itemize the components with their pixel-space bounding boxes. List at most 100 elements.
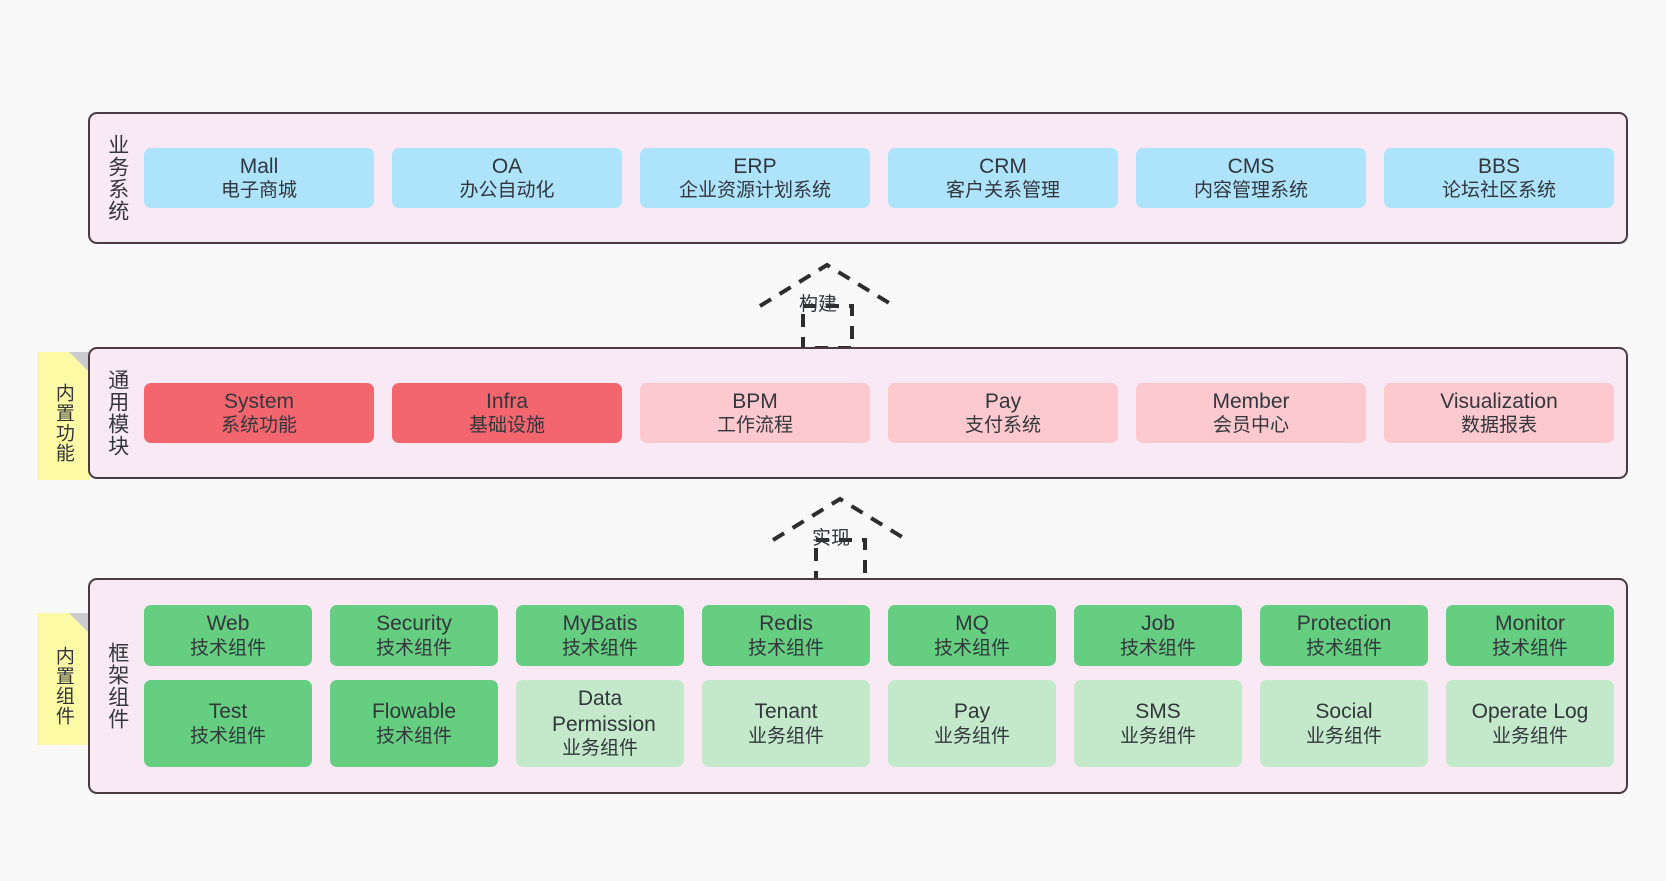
build-arrow-icon	[758, 262, 896, 350]
card-subtitle: 电子商城	[220, 180, 297, 202]
card-title: Protection	[1296, 612, 1392, 636]
layer-title-business-systems: 业务系统	[105, 134, 129, 222]
card-web[interactable]: Web 技术组件	[144, 605, 312, 667]
card-subtitle: 技术组件	[375, 638, 452, 660]
card-title: System	[223, 389, 294, 413]
card-subtitle: 办公自动化	[459, 180, 555, 202]
card-title: Social	[1315, 699, 1373, 723]
card-mall[interactable]: Mall 电子商城	[144, 147, 374, 209]
card-title: BBS	[1477, 154, 1521, 178]
card-subtitle: 企业资源计划系统	[678, 180, 831, 202]
card-title: Member	[1212, 389, 1290, 413]
layer-common-modules: 通用模块 System 系统功能 Infra 基础设施 BPM 工作流程 Pay…	[88, 347, 1628, 479]
row-business-systems: Mall 电子商城 OA 办公自动化 ERP 企业资源计划系统 CRM 客户关系…	[144, 147, 1614, 209]
card-pay[interactable]: Pay 支付系统	[888, 382, 1118, 444]
card-title: BPM	[732, 389, 778, 413]
note-text: 内置功能	[52, 383, 74, 463]
row-common-modules: System 系统功能 Infra 基础设施 BPM 工作流程 Pay 支付系统…	[144, 382, 1614, 444]
card-title: Infra	[485, 389, 529, 413]
card-title: Web	[206, 612, 250, 636]
card-title: Monitor	[1494, 612, 1566, 636]
card-infra[interactable]: Infra 基础设施	[392, 382, 622, 444]
card-title: Operate Log	[1471, 699, 1589, 723]
connector-implement: 实现	[768, 492, 918, 584]
card-data-permission[interactable]: Data Permission 业务组件	[516, 680, 684, 767]
card-subtitle: 技术组件	[1119, 638, 1196, 660]
layer-body-business-systems: Mall 电子商城 OA 办公自动化 ERP 企业资源计划系统 CRM 客户关系…	[144, 124, 1614, 232]
layer-title-common-modules: 通用模块	[105, 369, 129, 457]
row-business-components: Test 技术组件 Flowable 技术组件 Data Permission …	[144, 680, 1614, 767]
card-title: Test	[208, 699, 248, 723]
card-pay-component[interactable]: Pay 业务组件	[888, 680, 1056, 767]
card-title: Job	[1141, 612, 1175, 636]
implement-arrow-icon	[771, 496, 909, 584]
connector-build: 构建	[755, 258, 905, 350]
card-subtitle: 业务组件	[1305, 725, 1382, 747]
card-title: Visualization	[1440, 389, 1558, 413]
card-title: MyBatis	[562, 612, 638, 636]
card-title: Pay	[953, 699, 991, 723]
card-cms[interactable]: CMS 内容管理系统	[1136, 147, 1366, 209]
card-sms[interactable]: SMS 业务组件	[1074, 680, 1242, 767]
card-protection[interactable]: Protection 技术组件	[1260, 605, 1428, 667]
card-title: Pay	[984, 389, 1022, 413]
layer-body-framework-components: Web 技术组件 Security 技术组件 MyBatis 技术组件 Redi…	[144, 590, 1614, 782]
card-system[interactable]: System 系统功能	[144, 382, 374, 444]
card-title: CRM	[979, 154, 1027, 178]
card-subtitle: 业务组件	[933, 725, 1010, 747]
card-subtitle: 技术组件	[189, 638, 266, 660]
card-title: Redis	[759, 612, 813, 636]
card-subtitle: 业务组件	[1491, 725, 1568, 747]
card-tenant[interactable]: Tenant 业务组件	[702, 680, 870, 767]
card-social[interactable]: Social 业务组件	[1260, 680, 1428, 767]
card-oa[interactable]: OA 办公自动化	[392, 147, 622, 209]
layer-title-framework-components: 框架组件	[105, 642, 129, 730]
note-builtin-features: 内置功能	[37, 352, 89, 480]
card-crm[interactable]: CRM 客户关系管理	[888, 147, 1118, 209]
card-title: Tenant	[754, 699, 818, 723]
card-subtitle: 技术组件	[561, 638, 638, 660]
card-subtitle: 技术组件	[747, 638, 824, 660]
card-mybatis[interactable]: MyBatis 技术组件	[516, 605, 684, 667]
card-title: Mall	[239, 154, 279, 178]
layer-body-common-modules: System 系统功能 Infra 基础设施 BPM 工作流程 Pay 支付系统…	[144, 359, 1614, 467]
card-subtitle: 技术组件	[1491, 638, 1568, 660]
card-subtitle: 业务组件	[1119, 725, 1196, 747]
card-title: OA	[491, 154, 523, 178]
card-subtitle: 技术组件	[189, 725, 266, 747]
card-subtitle: 基础设施	[468, 415, 545, 437]
card-subtitle: 内容管理系统	[1193, 180, 1308, 202]
card-subtitle: 技术组件	[933, 638, 1010, 660]
card-operate-log[interactable]: Operate Log 业务组件	[1446, 680, 1614, 767]
card-title: SMS	[1135, 699, 1181, 723]
card-title: Flowable	[371, 699, 457, 723]
card-job[interactable]: Job 技术组件	[1074, 605, 1242, 667]
card-subtitle: 数据报表	[1460, 415, 1537, 437]
connector-implement-label: 实现	[812, 528, 851, 549]
card-visualization[interactable]: Visualization 数据报表	[1384, 382, 1614, 444]
card-title: ERP	[733, 154, 777, 178]
row-tech-components: Web 技术组件 Security 技术组件 MyBatis 技术组件 Redi…	[144, 605, 1614, 667]
card-monitor[interactable]: Monitor 技术组件	[1446, 605, 1614, 667]
card-bpm[interactable]: BPM 工作流程	[640, 382, 870, 444]
card-bbs[interactable]: BBS 论坛社区系统	[1384, 147, 1614, 209]
card-title: Security	[376, 612, 452, 636]
card-subtitle: 业务组件	[561, 738, 638, 760]
card-mq[interactable]: MQ 技术组件	[888, 605, 1056, 667]
card-erp[interactable]: ERP 企业资源计划系统	[640, 147, 870, 209]
layer-business-systems: 业务系统 Mall 电子商城 OA 办公自动化 ERP 企业资源计划系统 CRM…	[88, 112, 1628, 244]
card-subtitle: 工作流程	[716, 415, 793, 437]
card-security[interactable]: Security 技术组件	[330, 605, 498, 667]
card-test[interactable]: Test 技术组件	[144, 680, 312, 767]
card-subtitle: 系统功能	[220, 415, 297, 437]
card-redis[interactable]: Redis 技术组件	[702, 605, 870, 667]
card-flowable[interactable]: Flowable 技术组件	[330, 680, 498, 767]
card-subtitle: 技术组件	[1305, 638, 1382, 660]
note-text: 内置组件	[52, 646, 74, 726]
card-subtitle: 支付系统	[964, 415, 1041, 437]
card-subtitle: 技术组件	[375, 725, 452, 747]
card-member[interactable]: Member 会员中心	[1136, 382, 1366, 444]
card-title: Data Permission	[552, 687, 656, 736]
card-subtitle: 会员中心	[1212, 415, 1289, 437]
